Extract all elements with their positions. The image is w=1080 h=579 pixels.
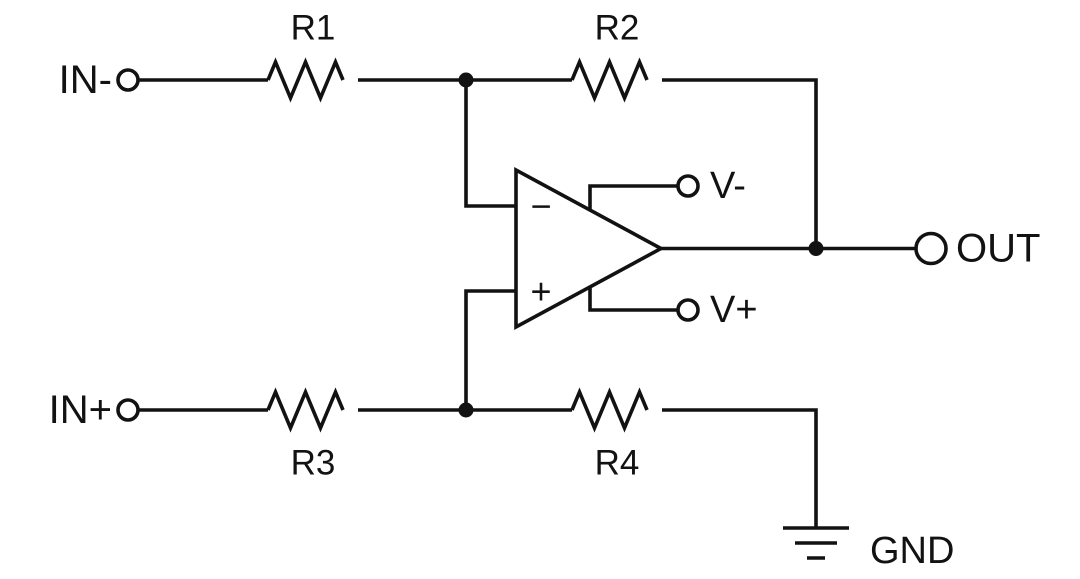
label-r2: R2 xyxy=(595,9,640,48)
label-v-minus: V- xyxy=(710,165,746,207)
label-v-plus: V+ xyxy=(710,289,758,331)
resistor-r4 xyxy=(570,387,649,433)
wire-vminus-pin xyxy=(588,184,678,210)
junction-dot-output xyxy=(808,241,824,256)
ground-icon xyxy=(783,526,849,560)
terminal-v-minus xyxy=(676,174,700,198)
wire-inverting-input xyxy=(464,80,516,208)
junction-dot-bottom xyxy=(458,402,474,418)
opamp-noninverting-sign: + xyxy=(530,271,551,312)
wire-r4-to-ground xyxy=(662,408,818,528)
label-out: OUT xyxy=(956,227,1040,271)
label-in-minus: IN- xyxy=(59,58,112,102)
terminal-in-minus xyxy=(116,68,140,92)
opamp-inverting-sign: − xyxy=(530,186,551,227)
terminal-in-plus xyxy=(116,398,140,422)
labels-group: IN- IN+ R1 R2 R3 R4 V- V+ OUT GND − + xyxy=(49,9,1041,573)
wire-r2-to-output-node xyxy=(662,78,818,249)
terminal-out xyxy=(914,231,948,266)
label-r1: R1 xyxy=(291,9,336,48)
label-in-plus: IN+ xyxy=(49,388,112,432)
resistor-r1 xyxy=(266,57,345,103)
terminal-v-plus xyxy=(676,298,700,322)
junction-dots-group xyxy=(458,72,824,418)
label-r4: R4 xyxy=(595,444,640,483)
wire-vplus-pin xyxy=(588,287,678,312)
resistor-r3 xyxy=(266,387,345,433)
wires-group xyxy=(116,57,948,560)
junction-dot-top xyxy=(458,72,474,88)
wire-noninverting-input xyxy=(464,289,516,410)
resistor-r2 xyxy=(570,57,649,103)
label-gnd: GND xyxy=(870,530,954,572)
label-r3: R3 xyxy=(291,444,336,483)
